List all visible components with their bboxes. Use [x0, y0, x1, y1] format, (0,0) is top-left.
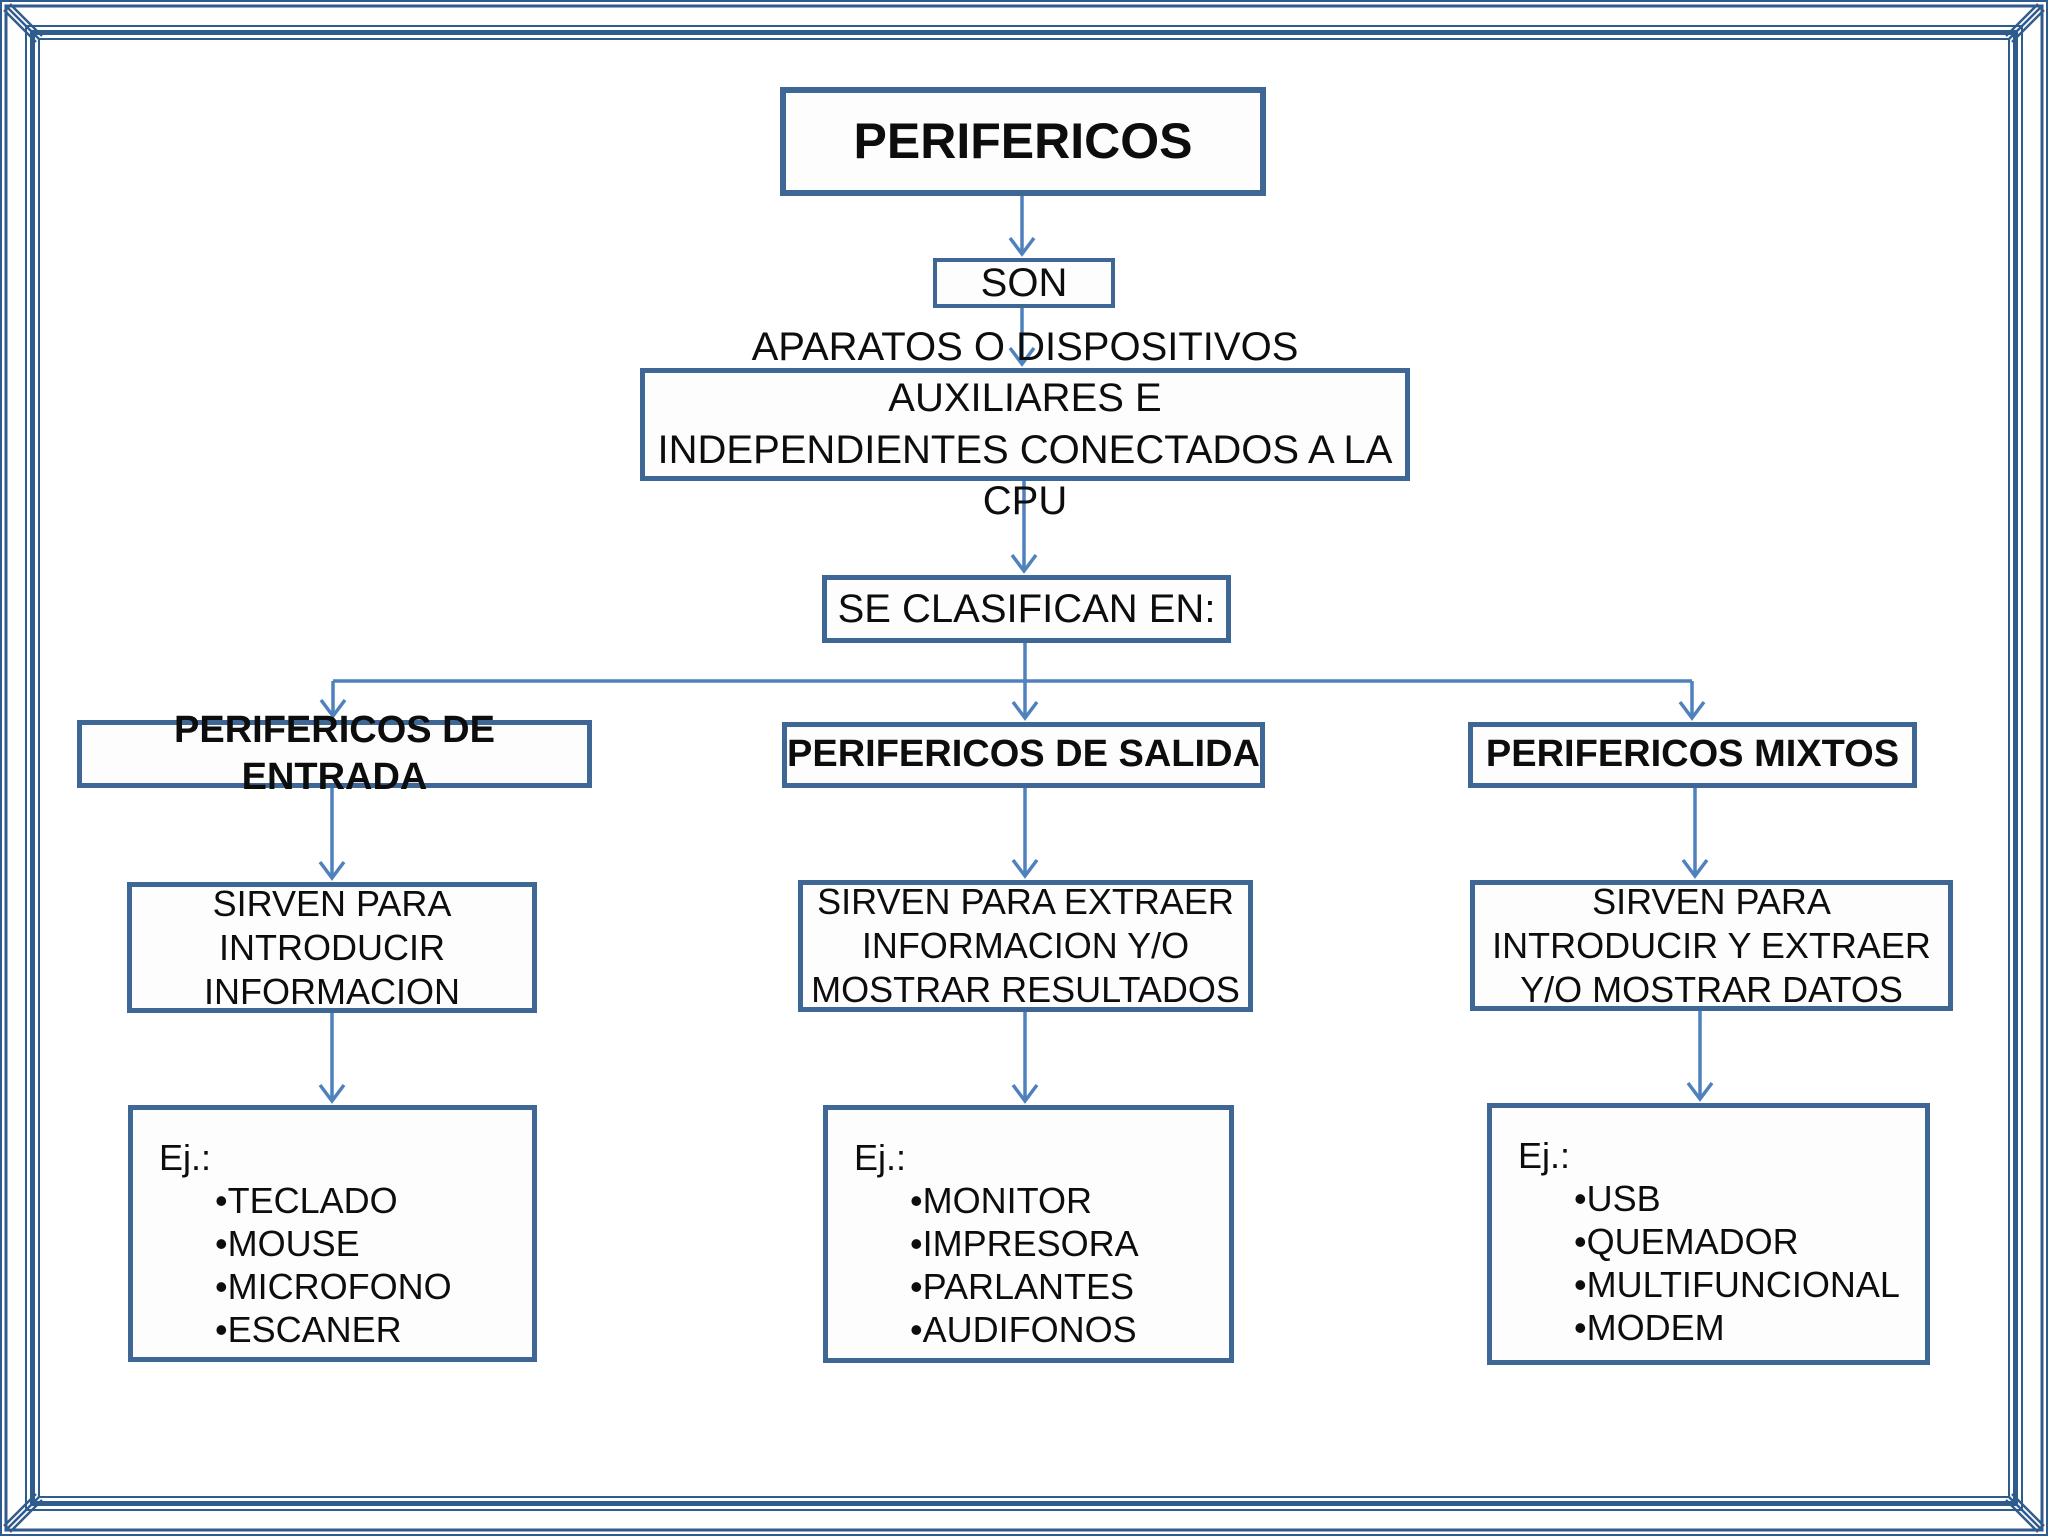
list-item: •TECLADO — [215, 1180, 398, 1221]
bullet: • — [1574, 1307, 1587, 1348]
mixtos-header-label: PERIFERICOS MIXTOS — [1485, 733, 1900, 776]
salida-header-box: PERIFERICOS DE SALIDA — [782, 722, 1265, 788]
definition-line-1: APARATOS O DISPOSITIVOS AUXILIARES E — [751, 325, 1299, 421]
examples-label: Ej.: — [854, 1137, 907, 1178]
classification-box: SE CLASIFICAN EN: — [822, 575, 1231, 643]
arrow-salida-to-desc — [1011, 788, 1039, 879]
title-box: PERIFERICOS — [780, 87, 1266, 196]
bullet: • — [215, 1223, 228, 1264]
definition-line-2: INDEPENDIENTES CONECTADOS A LA CPU — [657, 427, 1393, 523]
mixtos-desc-line: INTRODUCIR Y EXTRAER — [1492, 924, 1931, 966]
list-item: •MODEM — [1574, 1307, 1725, 1348]
bullet: • — [1574, 1264, 1587, 1305]
mixtos-examples-box: Ej.: •USB •QUEMADOR •MULTIFUNCIONAL •MOD… — [1487, 1103, 1930, 1365]
son-box: SON — [933, 258, 1115, 308]
entrada-examples-box: Ej.: •TECLADO •MOUSE •MICROFONO •ESCANER — [128, 1105, 537, 1362]
salida-header-label: PERIFERICOS DE SALIDA — [787, 733, 1260, 776]
salida-description-box: SIRVEN PARA EXTRAER INFORMACION Y/O MOST… — [798, 880, 1253, 1012]
branch-lines — [319, 642, 1706, 721]
bullet: • — [910, 1309, 923, 1350]
classification-label: SE CLASIFICAN EN: — [837, 587, 1216, 631]
examples-label: Ej.: — [1518, 1135, 1571, 1176]
mixtos-desc-line: Y/O MOSTRAR DATOS — [1520, 968, 1903, 1010]
arrow-title-to-son — [1008, 196, 1036, 257]
examples-label: Ej.: — [159, 1137, 212, 1178]
entrada-desc-line: SIRVEN PARA — [212, 882, 452, 924]
mixtos-desc-line: SIRVEN PARA — [1592, 880, 1831, 922]
list-item: •MONITOR — [910, 1180, 1092, 1221]
arrow-son-to-definition — [1008, 307, 1036, 367]
mixtos-examples-list: •USB •QUEMADOR •MULTIFUNCIONAL •MODEM — [1574, 1177, 1900, 1349]
list-item: •MOUSE — [215, 1223, 360, 1264]
bullet: • — [910, 1180, 923, 1221]
entrada-header-label: PERIFERICOS DE ENTRADA — [174, 708, 495, 799]
salida-examples-list: •MONITOR •IMPRESORA •PARLANTES •AUDIFONO… — [910, 1179, 1139, 1351]
list-item: •USB — [1574, 1178, 1661, 1219]
entrada-desc-line: INTRODUCIR — [219, 926, 445, 968]
bullet: • — [215, 1266, 228, 1307]
page-title: PERIFERICOS — [853, 113, 1193, 170]
entrada-desc-line: INFORMACION — [204, 970, 460, 1012]
salida-desc-line: MOSTRAR RESULTADOS — [811, 969, 1240, 1010]
bullet: • — [215, 1180, 228, 1221]
definition-box: APARATOS O DISPOSITIVOS AUXILIARES E IND… — [640, 325, 1410, 523]
list-item: •IMPRESORA — [910, 1223, 1139, 1264]
arrow-entrada-to-desc — [318, 787, 346, 881]
bullet: • — [910, 1223, 923, 1264]
arrow-mixtos-desc-to-examples — [1686, 1011, 1714, 1102]
salida-examples-box: Ej.: •MONITOR •IMPRESORA •PARLANTES •AUD… — [823, 1105, 1234, 1363]
list-item: •PARLANTES — [910, 1266, 1135, 1307]
mixtos-description-box: SIRVEN PARA INTRODUCIR Y EXTRAER Y/O MOS… — [1470, 880, 1953, 1011]
son-label: SON — [980, 261, 1068, 305]
list-item: •AUDIFONOS — [910, 1309, 1137, 1350]
salida-desc-line: INFORMACION Y/O — [861, 925, 1190, 966]
list-item: •MULTIFUNCIONAL — [1574, 1264, 1900, 1305]
entrada-examples-list: •TECLADO •MOUSE •MICROFONO •ESCANER — [215, 1179, 452, 1351]
frame-corner-miters — [3, 3, 2045, 1533]
entrada-description-box: SIRVEN PARA INTRODUCIR INFORMACION — [127, 882, 537, 1013]
arrow-definition-to-classification — [1010, 480, 1038, 574]
entrada-header-box: PERIFERICOS DE ENTRADA — [77, 709, 592, 798]
arrow-mixtos-to-desc — [1681, 787, 1709, 879]
salida-desc-line: SIRVEN PARA EXTRAER — [817, 881, 1234, 922]
bullet: • — [215, 1309, 228, 1350]
arrow-entrada-desc-to-examples — [318, 1012, 346, 1104]
arrow-salida-desc-to-examples — [1011, 1012, 1039, 1104]
list-item: •MICROFONO — [215, 1266, 452, 1307]
list-item: •QUEMADOR — [1574, 1221, 1799, 1262]
bullet: • — [1574, 1221, 1587, 1262]
mixtos-header-box: PERIFERICOS MIXTOS — [1468, 722, 1917, 788]
bullet: • — [1574, 1178, 1587, 1219]
bullet: • — [910, 1266, 923, 1307]
list-item: •ESCANER — [215, 1309, 402, 1350]
